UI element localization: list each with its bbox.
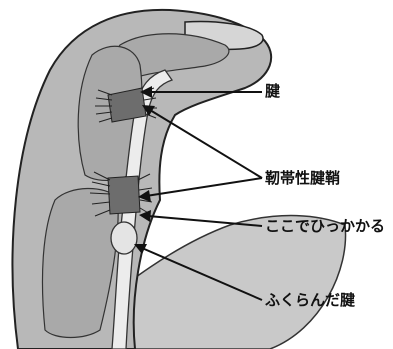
sheath-leader-line-lower	[146, 178, 262, 196]
swollen-tendon-label: ふくらんだ腱	[265, 293, 355, 308]
sheath-label: 靭帯性腱鞘	[265, 171, 340, 186]
sheath-leader-line-upper	[150, 110, 262, 178]
tendon-nodule	[111, 222, 137, 254]
tendon-label: 腱	[265, 84, 280, 99]
catch-point-label: ここでひっかかる	[265, 219, 385, 234]
